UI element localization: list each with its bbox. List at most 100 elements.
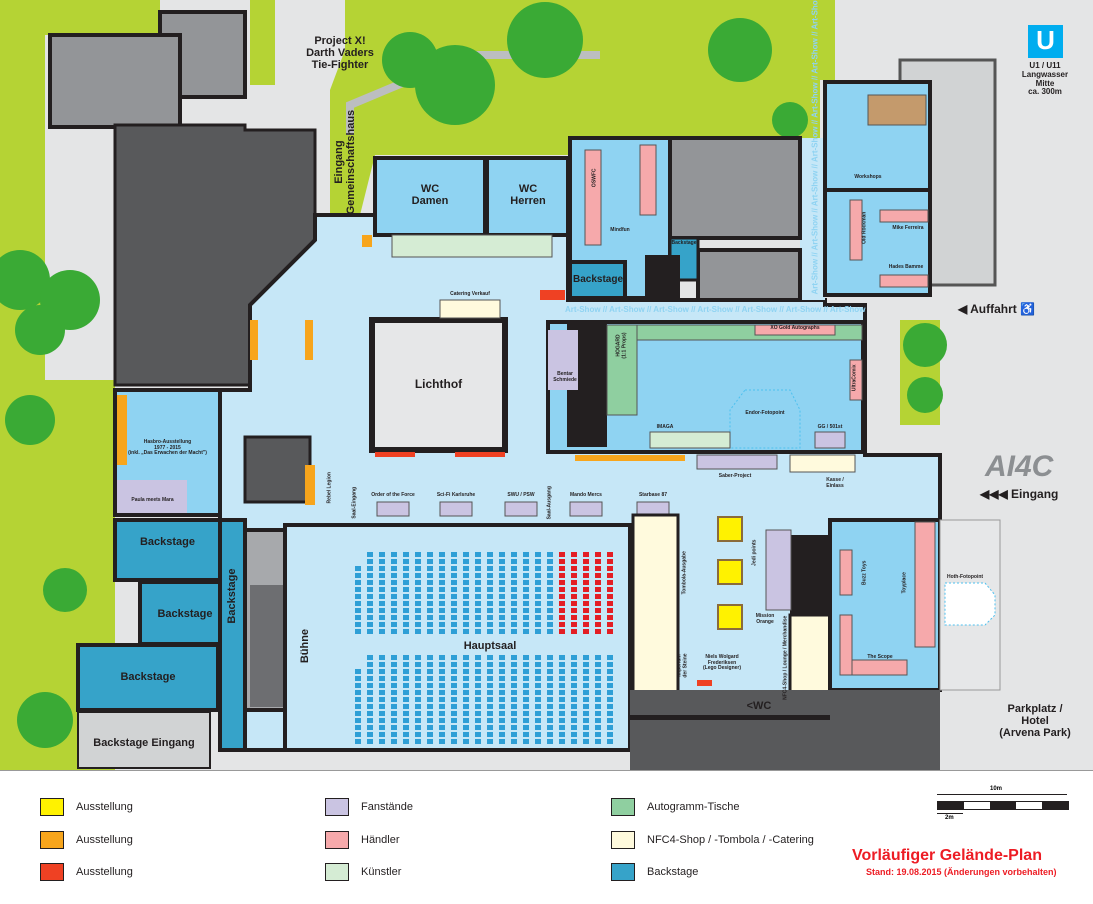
seat (583, 608, 589, 613)
seat (463, 566, 469, 571)
seat (571, 608, 577, 613)
seat (463, 552, 469, 557)
seat (427, 669, 433, 674)
eingang-label[interactable]: ◀◀◀ Eingang (980, 487, 1059, 501)
fan-booth (814, 431, 846, 449)
backstage-room (138, 580, 222, 646)
seat (487, 608, 493, 613)
seat (355, 594, 361, 599)
seat (439, 580, 445, 585)
seat (595, 601, 601, 606)
seat (463, 573, 469, 578)
seat (439, 711, 445, 716)
lichthof-label: Lichthof (414, 377, 463, 391)
seat (595, 629, 601, 634)
seat (379, 622, 385, 627)
seat (475, 725, 481, 730)
seat (499, 587, 505, 592)
seat (439, 655, 445, 660)
seat (367, 655, 373, 660)
seat (415, 683, 421, 688)
seat (583, 697, 589, 702)
seat (367, 697, 373, 702)
xo-gold-table (754, 324, 836, 336)
tombola-label: Tombola-Ausgabe (681, 551, 688, 595)
seat (583, 739, 589, 744)
seat (403, 683, 409, 688)
seat (415, 711, 421, 716)
legend-swatch (325, 798, 349, 816)
seat (547, 725, 553, 730)
seat (379, 725, 385, 730)
dark-building (630, 690, 940, 770)
seat (439, 690, 445, 695)
seat (415, 662, 421, 667)
seat (463, 718, 469, 723)
seat (475, 690, 481, 695)
seat (439, 704, 445, 709)
seat (487, 662, 493, 667)
seat (355, 587, 361, 592)
seat (415, 594, 421, 599)
seat (499, 739, 505, 744)
seat (379, 662, 385, 667)
seat (427, 732, 433, 737)
seat (499, 580, 505, 585)
seat (571, 669, 577, 674)
auffahrt-label[interactable]: ◀ Auffahrt ♿ (958, 302, 1036, 316)
seat (391, 690, 397, 695)
seat (499, 594, 505, 599)
autograph-area (606, 324, 638, 416)
seat (451, 711, 457, 716)
label-line: Herren (510, 195, 546, 208)
seat (511, 622, 517, 627)
seat (547, 552, 553, 557)
seat (379, 629, 385, 634)
seat (415, 676, 421, 681)
seat (367, 704, 373, 709)
seat (403, 587, 409, 592)
seat (439, 662, 445, 667)
seat (391, 587, 397, 592)
seat (439, 587, 445, 592)
seat (535, 739, 541, 744)
seat (523, 662, 529, 667)
fan-booth-label: Mando Mercs (570, 492, 602, 498)
seat (547, 669, 553, 674)
seat (427, 566, 433, 571)
seat (535, 587, 541, 592)
seat (403, 573, 409, 578)
seat (571, 615, 577, 620)
catering-label: Catering Verkauf (450, 291, 490, 297)
seat (535, 690, 541, 695)
seat (487, 732, 493, 737)
seat (367, 662, 373, 667)
legend-swatch (611, 798, 635, 816)
seat (535, 711, 541, 716)
seat (391, 732, 397, 737)
toyplace-table (914, 521, 936, 648)
seat (451, 587, 457, 592)
fan-booth (117, 480, 187, 513)
kasse-label: Kasse /Einlass (815, 477, 855, 489)
seat (511, 629, 517, 634)
seat (367, 580, 373, 585)
seat (511, 739, 517, 744)
artist-tables (649, 431, 731, 449)
seat (379, 739, 385, 744)
seat (559, 655, 565, 660)
seat (463, 587, 469, 592)
saber-project-label: Saber-Project (718, 473, 752, 479)
seat (487, 690, 493, 695)
seat (367, 739, 373, 744)
seat (475, 676, 481, 681)
seat (583, 615, 589, 620)
seat (427, 629, 433, 634)
ultra-comix-label: UltraComix (851, 364, 858, 392)
seat (427, 655, 433, 660)
buzz-toys-label: Buzz Toys (861, 560, 868, 585)
the-scope-table (851, 659, 908, 676)
seat (487, 573, 493, 578)
closed-room (668, 136, 802, 240)
backstage-label: Backstage (157, 608, 213, 620)
